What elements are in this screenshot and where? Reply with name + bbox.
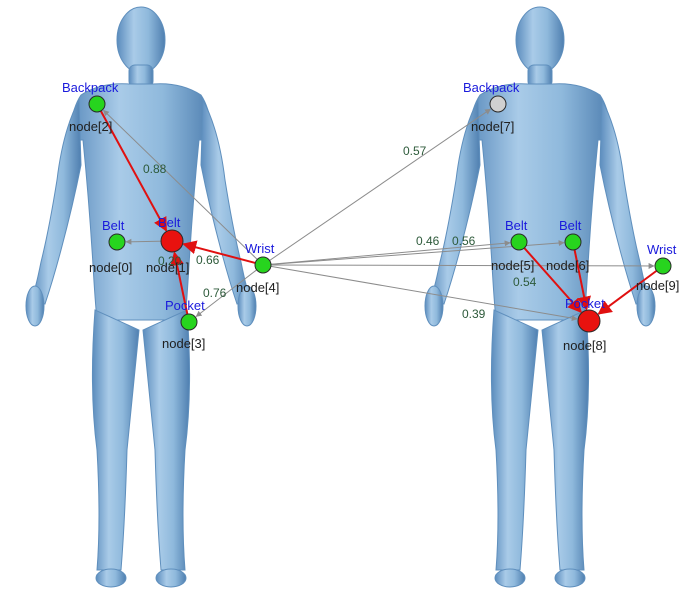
node-id-label: node[3] — [162, 336, 205, 351]
sensor-label: Belt — [505, 218, 528, 233]
edge-weight-label: 0.46 — [416, 234, 440, 248]
edge-weight-label: 0.54 — [513, 275, 537, 289]
sensor-label: Wrist — [245, 241, 275, 256]
node-id-label: node[6] — [546, 258, 589, 273]
node-id-label: node[4] — [236, 280, 279, 295]
graph-node-sensor[interactable] — [181, 314, 197, 330]
edge-weight-label: 0.76 — [203, 286, 227, 300]
sensor-label: Backpack — [62, 80, 119, 95]
graph-node-sensor[interactable] — [511, 234, 527, 250]
node-id-label: node[5] — [491, 258, 534, 273]
graph-node-sensor[interactable] — [109, 234, 125, 250]
edge-weight-label: 0.88 — [143, 162, 167, 176]
node-id-label: node[9] — [636, 278, 679, 293]
edge-node[4]-to-node[9] — [263, 265, 654, 266]
node-id-label: node[8] — [563, 338, 606, 353]
node-id-label: node[0] — [89, 260, 132, 275]
node-id-label: node[7] — [471, 119, 514, 134]
edge-weight-label: 0.39 — [462, 307, 486, 321]
sensor-label: Belt — [559, 218, 582, 233]
sensor-label: Backpack — [463, 80, 520, 95]
edge-weight-label: 0.57 — [403, 144, 427, 158]
graph-node-active[interactable] — [161, 230, 183, 252]
node-id-label: node[1] — [146, 260, 189, 275]
graph-node-inactive[interactable] — [490, 96, 506, 112]
sensor-label: Pocket — [165, 298, 205, 313]
graph-node-sensor[interactable] — [89, 96, 105, 112]
graph-node-sensor[interactable] — [655, 258, 671, 274]
sensor-label: Belt — [102, 218, 125, 233]
graph-node-sensor[interactable] — [255, 257, 271, 273]
graph-node-sensor[interactable] — [565, 234, 581, 250]
graph-node-active[interactable] — [578, 310, 600, 332]
figures-layer — [26, 7, 655, 587]
sensor-label: Belt — [158, 215, 181, 230]
sensor-label: Wrist — [647, 242, 677, 257]
node-id-label: node[2] — [69, 119, 112, 134]
edge-weight-label: 0.66 — [196, 253, 220, 267]
sensor-label: Pocket — [565, 296, 605, 311]
edge-weight-label: 0.56 — [452, 234, 476, 248]
